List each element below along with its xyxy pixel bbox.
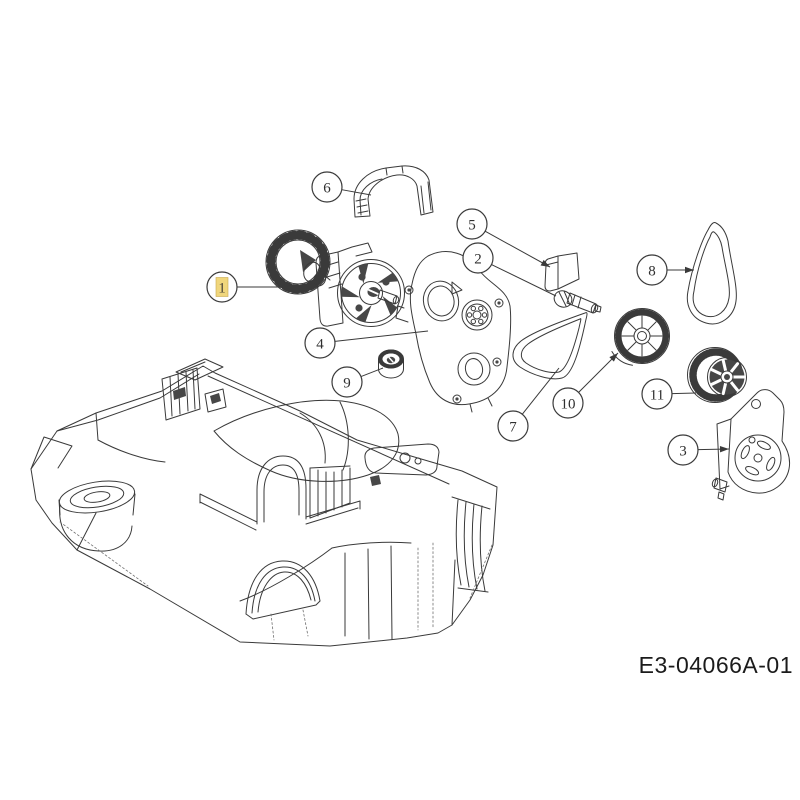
callout-2[interactable]: 2 <box>462 242 557 297</box>
callout-highlight <box>215 277 229 297</box>
callout-circle[interactable] <box>641 378 673 410</box>
callouts-layer: 1 2 3 4 5 6 7 8 9 10 11 <box>206 171 730 466</box>
electric-motor-part <box>265 229 405 327</box>
callout-circle[interactable] <box>311 171 343 203</box>
drawing-number: E3-04066A-01 <box>639 652 793 678</box>
pinion-gear-part <box>378 349 404 379</box>
callout-circle[interactable] <box>331 366 363 398</box>
callout-number: 9 <box>343 375 351 391</box>
mower-deck-drawing <box>30 358 498 647</box>
clip-part <box>544 252 580 292</box>
leader-arrowhead <box>719 445 729 453</box>
callout-4[interactable]: 4 <box>304 327 429 359</box>
callout-number: 5 <box>468 217 476 233</box>
drive-belt-small-part <box>512 312 588 380</box>
callout-circle[interactable] <box>304 327 336 359</box>
callout-5[interactable]: 5 <box>456 208 551 268</box>
callout-9[interactable]: 9 <box>331 366 384 398</box>
leader-arrowhead <box>540 259 550 267</box>
callout-8[interactable]: 8 <box>636 254 694 286</box>
callout-number: 8 <box>648 263 656 279</box>
callout-circle[interactable] <box>636 254 668 286</box>
drive-belt-tall-part <box>686 222 737 325</box>
wheel-pulley-part <box>687 347 747 403</box>
callout-number: 11 <box>650 387 664 403</box>
bearing-plate-part <box>711 389 791 501</box>
callout-11[interactable]: 11 <box>641 378 697 410</box>
belt-cover-part <box>353 165 434 218</box>
callout-circle[interactable] <box>552 387 584 419</box>
callout-3[interactable]: 3 <box>667 434 730 466</box>
callout-6[interactable]: 6 <box>311 171 372 203</box>
spindle-shaft-part <box>553 290 602 314</box>
callout-number: 2 <box>474 251 482 267</box>
callout-number: 7 <box>509 419 517 435</box>
callout-number: 4 <box>316 336 324 352</box>
callout-number: 10 <box>561 396 576 412</box>
callout-number: 6 <box>323 180 331 196</box>
callout-circle[interactable] <box>667 434 699 466</box>
callout-number: 1 <box>218 280 226 296</box>
callout-circle[interactable] <box>456 208 488 240</box>
callout-number: 3 <box>679 443 687 459</box>
callout-7[interactable]: 7 <box>497 367 560 442</box>
toothed-pulley-part <box>611 308 670 366</box>
callout-circle[interactable] <box>462 242 494 274</box>
leader-arrowhead <box>685 266 694 274</box>
callout-circle[interactable] <box>497 410 529 442</box>
callout-1[interactable]: 1 <box>206 271 318 303</box>
leader-arrowhead <box>609 353 618 362</box>
gearbox-housing-part <box>395 251 512 413</box>
callout-10[interactable]: 10 <box>552 352 619 419</box>
